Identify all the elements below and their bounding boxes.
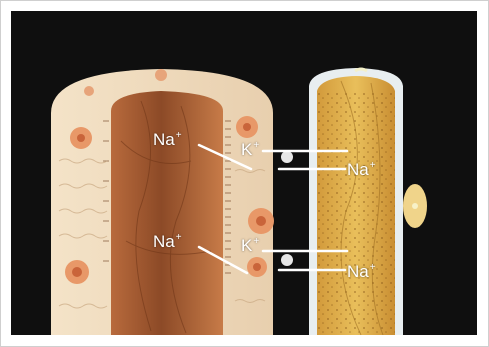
diagram-scene: Na+ K+ Na+ Na+ K+ Na+ bbox=[11, 11, 477, 335]
lower-axon-na-label: Na+ bbox=[153, 233, 182, 250]
upper-cell-na-text: Na bbox=[347, 160, 369, 179]
upper-axon-na-charge: + bbox=[176, 130, 182, 141]
upper-k-text: K bbox=[241, 140, 252, 159]
ion-exchange-illustration bbox=[11, 11, 477, 335]
lower-cell-na-charge: + bbox=[370, 262, 376, 273]
right-cell-nucleolus bbox=[412, 203, 418, 209]
right-fiber-dots bbox=[317, 91, 395, 335]
axon-core bbox=[111, 91, 223, 335]
lower-k-text: K bbox=[241, 236, 252, 255]
upper-k-charge: + bbox=[253, 140, 259, 151]
lower-cell-na-label: Na+ bbox=[347, 263, 376, 280]
lower-cell-na-text: Na bbox=[347, 262, 369, 281]
lower-k-charge: + bbox=[253, 236, 259, 247]
upper-cell-na-label: Na+ bbox=[347, 161, 376, 178]
upper-k-label: K+ bbox=[241, 141, 259, 158]
upper-axon-na-label: Na+ bbox=[153, 131, 182, 148]
lower-axon-na-text: Na bbox=[153, 232, 175, 251]
lower-k-label: K+ bbox=[241, 237, 259, 254]
lower-axon-na-charge: + bbox=[176, 232, 182, 243]
upper-cell-na-charge: + bbox=[370, 160, 376, 171]
upper-axon-na-text: Na bbox=[153, 130, 175, 149]
